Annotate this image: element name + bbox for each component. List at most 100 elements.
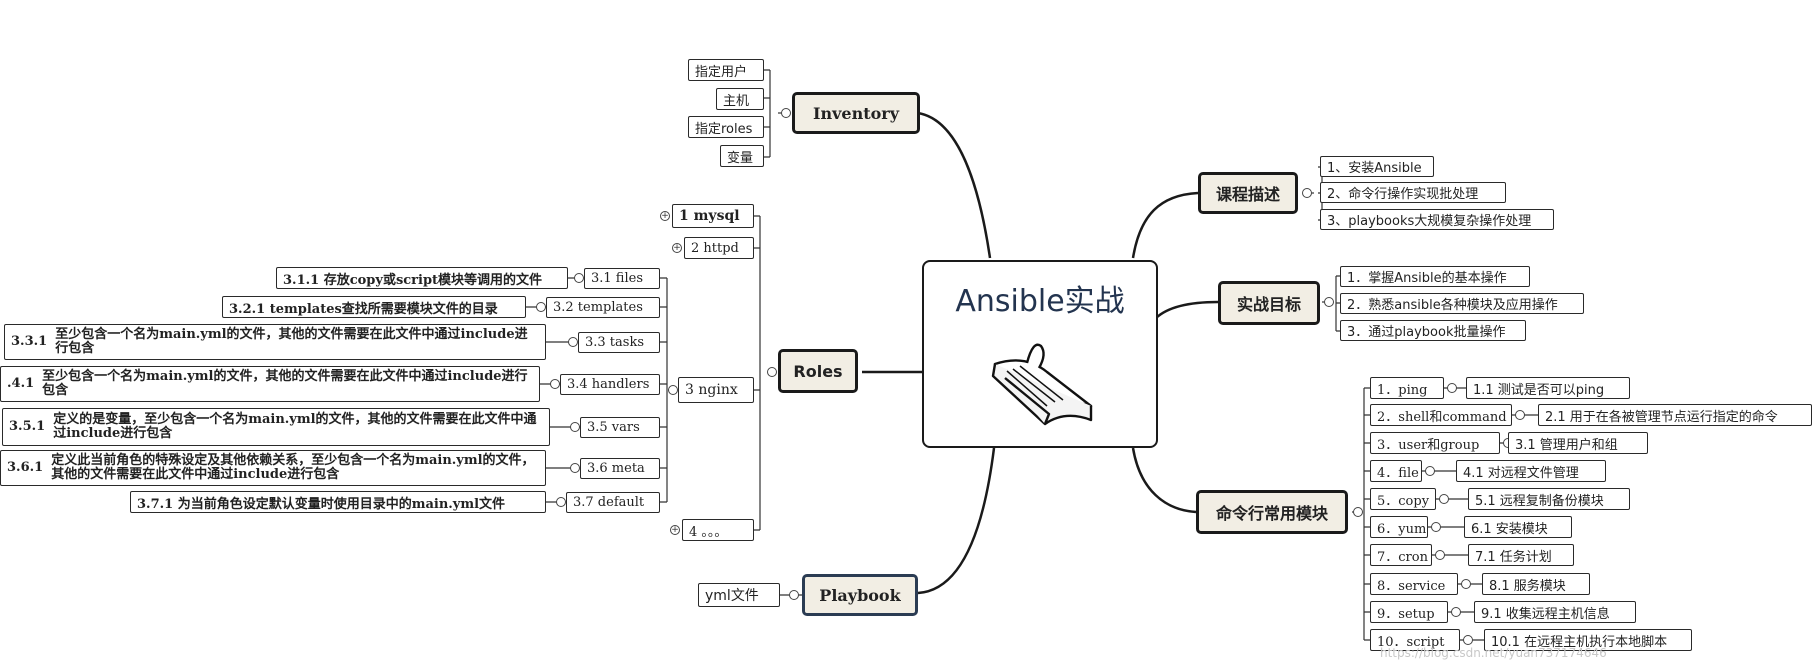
- collapse-toggle[interactable]: [550, 379, 560, 389]
- module-detail-service[interactable]: 8.1 服务模块: [1482, 573, 1590, 595]
- course-item-2[interactable]: 2、命令行操作实现批处理: [1320, 182, 1506, 203]
- collapse-toggle[interactable]: [570, 422, 580, 432]
- module-detail-yum[interactable]: 6.1 安装模块: [1464, 516, 1572, 538]
- inventory-item-label: 指定roles: [695, 121, 753, 137]
- goal-item-3[interactable]: 3．通过playbook批量操作: [1340, 320, 1526, 341]
- topic-inventory-label: Inventory: [812, 103, 899, 123]
- nginx-sub-meta[interactable]: 3.6 meta: [580, 458, 660, 479]
- inventory-item-host[interactable]: 主机: [716, 88, 764, 110]
- module-file[interactable]: 4．file: [1370, 460, 1422, 482]
- module-detail-setup[interactable]: 9.1 收集远程主机信息: [1474, 601, 1636, 623]
- goal-item-1[interactable]: 1．掌握Ansible的基本操作: [1340, 266, 1530, 287]
- module-yum[interactable]: 6．yum: [1370, 516, 1428, 538]
- collapse-toggle[interactable]: [556, 497, 566, 507]
- collapse-toggle[interactable]: [570, 463, 580, 473]
- nginx-sub-files[interactable]: 3.1 files: [584, 268, 660, 289]
- topic-inventory[interactable]: Inventory: [792, 92, 920, 134]
- collapse-toggle[interactable]: [1515, 410, 1525, 420]
- topic-playbook[interactable]: Playbook: [802, 574, 918, 616]
- module-label: 5．copy: [1377, 493, 1430, 509]
- detail-number: 3.6.1: [7, 460, 44, 475]
- playbook-item-label: yml文件: [705, 588, 759, 604]
- module-detail-shell[interactable]: 2.1 用于在各被管理节点运行指定的命令: [1538, 404, 1812, 426]
- detail-text: 至少包含一个名为main.yml的文件，其他的文件需要在此文件中通过includ…: [42, 369, 528, 398]
- module-detail-copy[interactable]: 5.1 远程复制备份模块: [1468, 488, 1630, 510]
- collapse-toggle[interactable]: [1461, 579, 1471, 589]
- course-item-1[interactable]: 1、安装Ansible: [1320, 156, 1434, 177]
- central-topic[interactable]: Ansible实战: [922, 260, 1158, 448]
- module-copy[interactable]: 5．copy: [1370, 488, 1436, 510]
- collapse-toggle[interactable]: [668, 385, 678, 395]
- expand-toggle[interactable]: +: [672, 243, 682, 253]
- module-label: 10．script: [1377, 634, 1445, 650]
- topic-roles[interactable]: Roles: [778, 349, 858, 393]
- module-label: 2．shell和command: [1377, 409, 1507, 425]
- nginx-sub-vars[interactable]: 3.5 vars: [580, 417, 660, 438]
- collapse-toggle[interactable]: [1302, 188, 1312, 198]
- detail-tasks[interactable]: 3.3.1 至少包含一个名为main.yml的文件，其他的文件需要在此文件中通过…: [4, 324, 546, 360]
- module-detail-script[interactable]: 10.1 在远程主机执行本地脚本: [1484, 629, 1692, 651]
- role-httpd[interactable]: 2 httpd: [684, 237, 754, 259]
- detail-meta[interactable]: 3.6.1 定义此当前角色的特殊设定及其他依赖关系，至少包含一个名为main.y…: [0, 450, 546, 486]
- nginx-sub-handlers[interactable]: 3.4 handlers: [560, 374, 660, 395]
- collapse-toggle[interactable]: [1431, 522, 1441, 532]
- expand-toggle[interactable]: +: [670, 525, 680, 535]
- collapse-toggle[interactable]: [536, 302, 546, 312]
- goal-item-label: 3．通过playbook批量操作: [1347, 325, 1506, 340]
- collapse-toggle[interactable]: [1463, 635, 1473, 645]
- module-detail-user[interactable]: 3.1 管理用户和组: [1508, 432, 1648, 454]
- collapse-toggle[interactable]: [1324, 297, 1334, 307]
- module-detail-file[interactable]: 4.1 对远程文件管理: [1456, 460, 1606, 482]
- goal-item-label: 1．掌握Ansible的基本操作: [1347, 271, 1507, 286]
- role-nginx[interactable]: 3 nginx: [678, 377, 754, 403]
- detail-default[interactable]: 3.7.1 为当前角色设定默认变量时使用目录中的main.yml文件: [130, 491, 546, 513]
- collapse-toggle[interactable]: [1353, 507, 1363, 517]
- topic-course[interactable]: 课程描述: [1198, 172, 1298, 214]
- module-detail-text: 7.1 任务计划: [1475, 549, 1552, 565]
- detail-templates[interactable]: 3.2.1 templates查找所需要模块文件的目录: [222, 296, 526, 318]
- nginx-sub-label: 3.4 handlers: [567, 377, 650, 392]
- collapse-toggle[interactable]: [574, 273, 584, 283]
- expand-toggle[interactable]: +: [660, 211, 670, 221]
- module-label: 7．cron: [1377, 549, 1428, 565]
- collapse-toggle[interactable]: [1425, 466, 1435, 476]
- collapse-toggle[interactable]: [789, 590, 799, 600]
- collapse-toggle[interactable]: [1435, 550, 1445, 560]
- collapse-toggle[interactable]: [1439, 494, 1449, 504]
- collapse-toggle[interactable]: [1451, 607, 1461, 617]
- detail-handlers[interactable]: .4.1 至少包含一个名为main.yml的文件，其他的文件需要在此文件中通过i…: [0, 366, 540, 402]
- module-script[interactable]: 10．script: [1370, 629, 1460, 651]
- detail-files[interactable]: 3.1.1 存放copy或script模块等调用的文件: [276, 267, 568, 289]
- module-detail-ping[interactable]: 1.1 测试是否可以ping: [1466, 377, 1630, 399]
- collapse-toggle[interactable]: [1447, 383, 1457, 393]
- module-setup[interactable]: 9．setup: [1370, 601, 1448, 623]
- module-shell[interactable]: 2．shell和command: [1370, 404, 1512, 426]
- module-service[interactable]: 8．service: [1370, 573, 1458, 595]
- course-item-3[interactable]: 3、playbooks大规模复杂操作处理: [1320, 209, 1554, 230]
- nginx-sub-default[interactable]: 3.7 default: [566, 492, 660, 513]
- collapse-toggle[interactable]: [767, 367, 777, 377]
- inventory-item-vars[interactable]: 变量: [720, 145, 764, 167]
- module-user[interactable]: 3．user和group: [1370, 432, 1500, 454]
- playbook-item-yml[interactable]: yml文件: [698, 583, 780, 607]
- topic-modules-label: 命令行常用模块: [1215, 504, 1328, 523]
- module-cron[interactable]: 7．cron: [1370, 544, 1432, 566]
- module-ping[interactable]: 1．ping: [1370, 377, 1444, 399]
- nginx-sub-tasks[interactable]: 3.3 tasks: [578, 332, 660, 353]
- module-detail-cron[interactable]: 7.1 任务计划: [1468, 544, 1574, 566]
- detail-vars[interactable]: 3.5.1 定义的是变量，至少包含一个名为main.yml的文件，其他的文件需要…: [2, 408, 550, 446]
- inventory-item-user[interactable]: 指定用户: [688, 59, 764, 81]
- detail-text: 至少包含一个名为main.yml的文件，其他的文件需要在此文件中通过includ…: [55, 327, 528, 356]
- inventory-item-label: 指定用户: [695, 64, 748, 80]
- inventory-item-roles[interactable]: 指定roles: [688, 116, 764, 138]
- goal-item-2[interactable]: 2．熟悉ansible各种模块及应用操作: [1340, 293, 1584, 314]
- topic-goals[interactable]: 实战目标: [1218, 281, 1320, 325]
- topic-modules[interactable]: 命令行常用模块: [1196, 490, 1348, 534]
- nginx-sub-label: 3.5 vars: [587, 420, 640, 435]
- role-label: 4 。。。: [689, 524, 728, 540]
- collapse-toggle[interactable]: [568, 337, 578, 347]
- collapse-toggle[interactable]: [781, 108, 791, 118]
- role-mysql[interactable]: 1 mysql: [672, 204, 754, 228]
- role-more[interactable]: 4 。。。: [682, 519, 754, 541]
- nginx-sub-templates[interactable]: 3.2 templates: [546, 297, 660, 318]
